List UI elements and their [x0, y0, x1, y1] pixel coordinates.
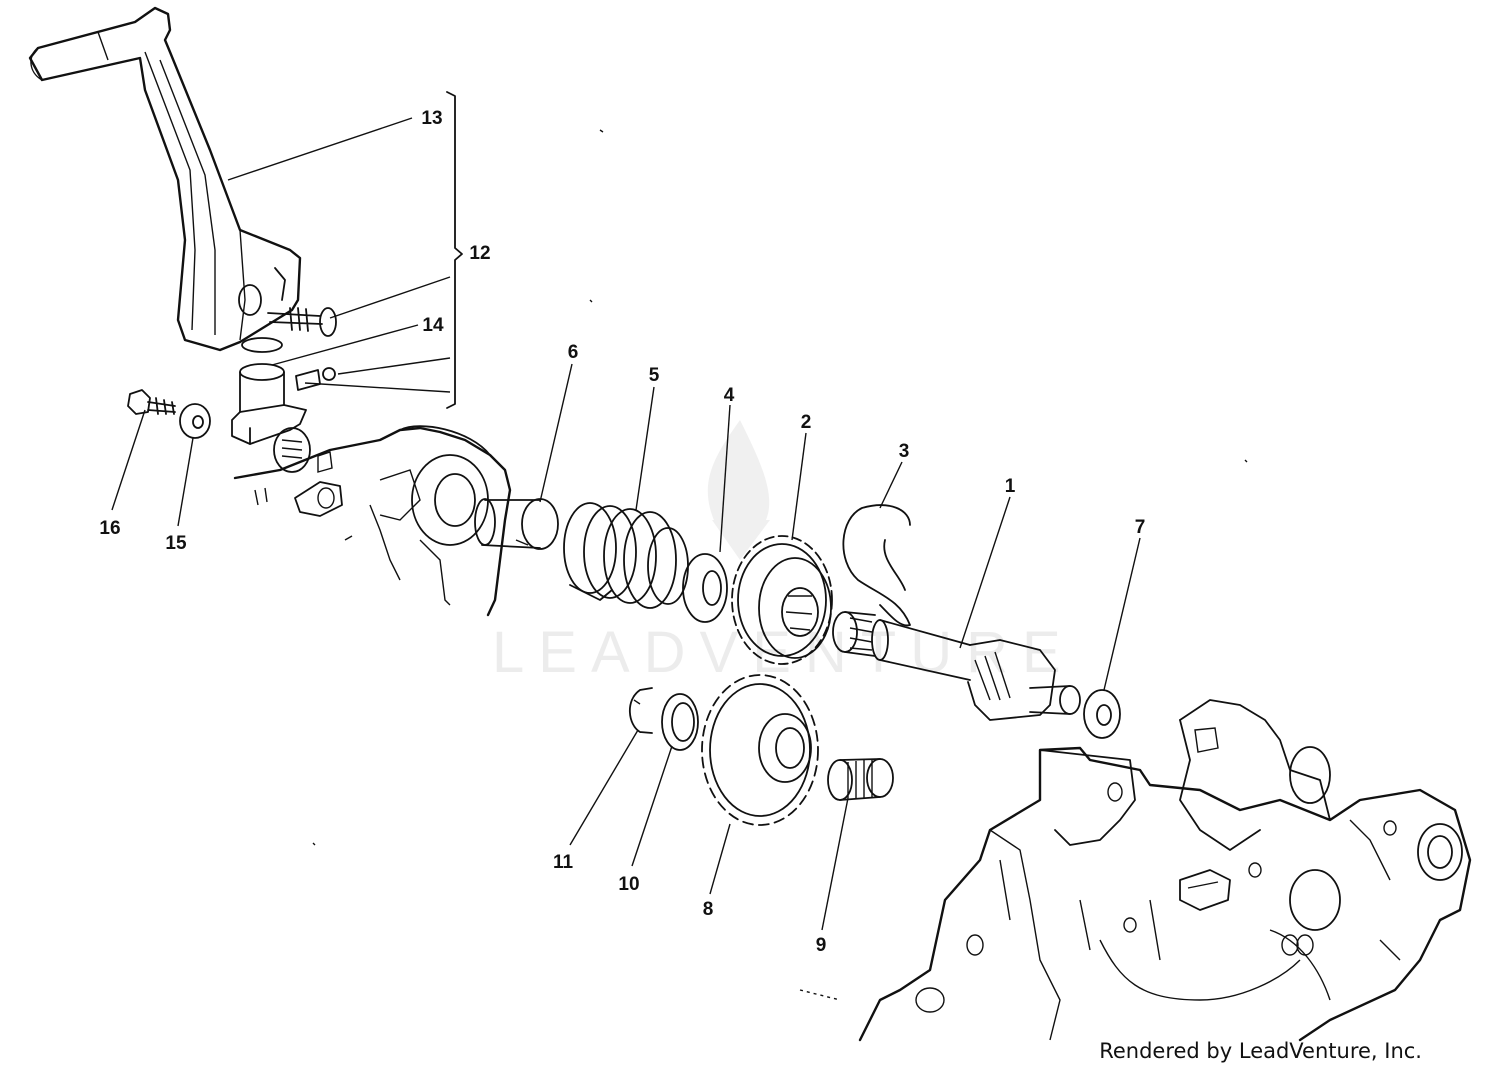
part-number-4: 4	[724, 385, 735, 406]
sleeve-6	[474, 498, 559, 550]
part-number-6: 6	[568, 342, 579, 363]
spring-5	[563, 502, 689, 609]
part-number-7: 7	[1135, 517, 1146, 538]
speck-marks	[312, 129, 1248, 1001]
washer-10	[661, 693, 699, 751]
watermark-flame-logo	[707, 420, 770, 560]
watermark-text: LEADVENTURE	[492, 620, 1075, 685]
spring-clip-3	[842, 504, 911, 627]
part-number-12: 12	[469, 243, 490, 264]
washer-4	[682, 553, 728, 623]
lever-boss	[231, 337, 336, 473]
part-number-16: 16	[99, 518, 120, 539]
gear-8	[701, 674, 819, 826]
render-credit: Rendered by LeadVenture, Inc.	[1099, 1039, 1422, 1063]
kick-lever	[28, 6, 302, 352]
part-number-3: 3	[899, 441, 910, 462]
right-crankcase	[858, 699, 1472, 1042]
part-number-8: 8	[703, 899, 714, 920]
lever-bolt	[267, 307, 337, 337]
watermark: LEADVENTURE	[492, 420, 1075, 685]
part-number-labels: 13 12 14 6 5 4 2 3 1 7 16 15 11 10 8 9	[99, 108, 1145, 956]
kick-shaft-1	[832, 611, 1081, 721]
washer-7	[1083, 689, 1121, 739]
left-crankcase	[233, 425, 512, 617]
washer-15	[179, 403, 211, 439]
part-number-1: 1	[1005, 476, 1016, 497]
part-number-15: 15	[165, 533, 187, 554]
bolt-16	[127, 389, 176, 415]
part-number-10: 10	[618, 874, 639, 895]
part-number-9: 9	[816, 935, 827, 956]
part-number-5: 5	[649, 365, 660, 386]
leader-lines	[111, 117, 1141, 931]
part-number-13: 13	[421, 108, 442, 129]
part-number-2: 2	[801, 412, 812, 433]
circlip-11	[628, 687, 653, 734]
part-number-11: 11	[553, 852, 574, 873]
part-number-14: 14	[422, 315, 444, 336]
group-bracket-12	[446, 91, 463, 409]
ratchet-gear-2	[731, 535, 833, 665]
needle-bearing-9	[827, 758, 894, 801]
